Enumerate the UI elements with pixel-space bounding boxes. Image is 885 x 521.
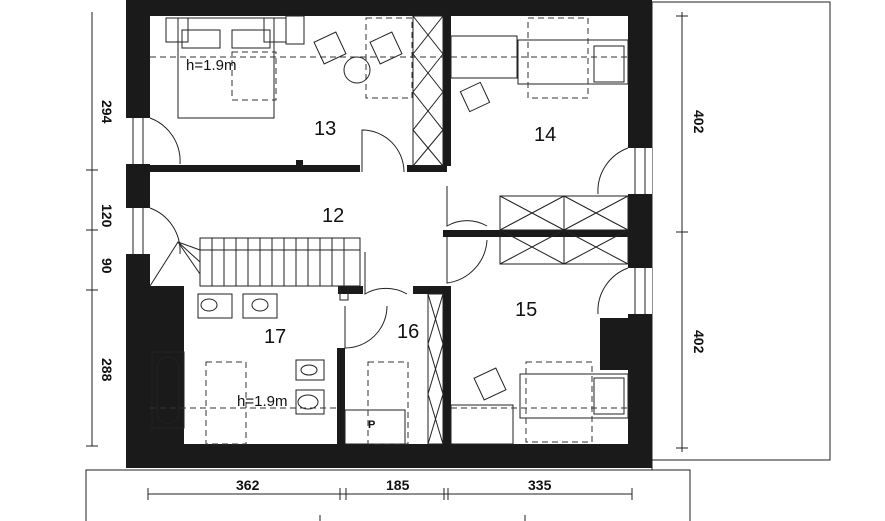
room-label-16: 16 [397, 321, 419, 343]
bedroom-14-furniture [450, 17, 629, 113]
dim-left-120: 120 [99, 204, 115, 228]
dim-right-402-top: 402 [691, 110, 707, 134]
room-label-15: 15 [515, 299, 537, 321]
ceiling-height-top: h=1.9m [186, 57, 236, 74]
room-label-14: 14 [534, 124, 556, 146]
dim-bottom-335: 335 [528, 477, 552, 493]
room-label-12: 12 [322, 205, 344, 227]
bedroom-15-furniture [450, 361, 629, 445]
ceiling-heights: h=1.9m h=1.9m [186, 57, 287, 410]
bedroom-13-furniture [150, 15, 443, 119]
terrace-outline [651, 1, 831, 470]
dim-left-288: 288 [99, 358, 115, 382]
bottom-ledge [85, 469, 691, 521]
bathroom-17-fixtures [150, 293, 337, 445]
wardrobe-bottom [427, 293, 444, 445]
wardrobe-top [412, 15, 444, 167]
room-label-13: 13 [314, 118, 336, 140]
dim-bottom-185: 185 [386, 477, 410, 493]
interior-walls [150, 16, 628, 446]
dim-left-294: 294 [99, 100, 115, 124]
staircase [149, 237, 361, 301]
dim-right-402-bottom: 402 [691, 330, 707, 354]
outer-walls [126, 0, 652, 468]
dimension-line-bottom: 362 185 335 [147, 477, 633, 500]
dim-left-90: 90 [99, 258, 115, 274]
marker-p: P [368, 419, 375, 431]
room-16-fixtures: P [344, 361, 409, 445]
dim-bottom-362: 362 [236, 477, 260, 493]
dimension-line-right: 402 402 [676, 12, 707, 452]
room-label-17: 17 [264, 326, 286, 348]
room-labels: 13 14 12 15 17 16 [264, 118, 556, 348]
windows [132, 117, 646, 315]
wardrobe-middle [499, 195, 629, 265]
doors [344, 129, 488, 349]
dimension-line-left: 294 120 90 288 [86, 12, 115, 447]
ceiling-height-bottom: h=1.9m [237, 393, 287, 410]
